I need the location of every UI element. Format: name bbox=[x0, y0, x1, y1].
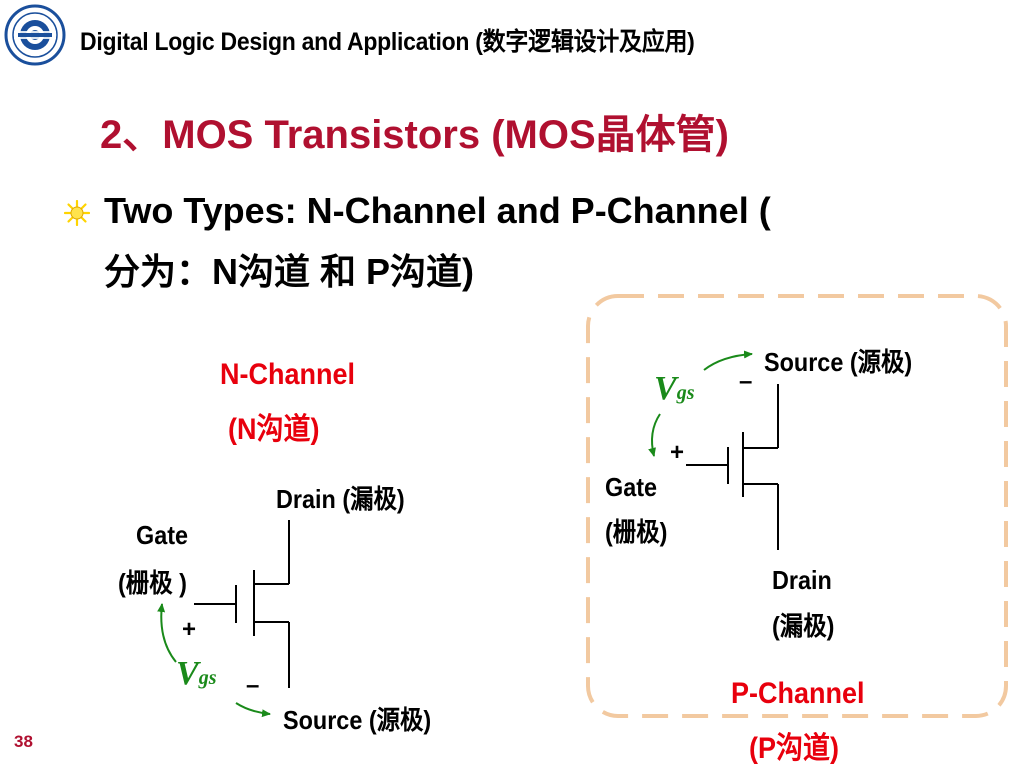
p-channel-gate-cn-label: (栅极) bbox=[605, 517, 668, 547]
university-seal-icon bbox=[4, 4, 66, 66]
n-channel-title: N-Channel bbox=[220, 358, 355, 391]
slide-title: 2、MOS Transistors (MOS晶体管) bbox=[100, 113, 729, 157]
p-channel-minus-sign: – bbox=[739, 368, 753, 395]
page-number: 38 bbox=[14, 732, 33, 751]
p-channel-plus-sign: + bbox=[670, 439, 685, 466]
n-channel-source-label: Source (源极) bbox=[283, 705, 432, 735]
bullet-text-line2: 分为：N沟道 和 P沟道) bbox=[104, 251, 475, 292]
p-channel-vgs-arrow-right bbox=[703, 350, 753, 371]
n-channel-vgs-arrow-up bbox=[157, 603, 177, 663]
n-channel-drain-label: Drain (漏极) bbox=[276, 484, 405, 514]
n-channel-subtitle: (N沟道) bbox=[228, 413, 320, 446]
n-channel-gate-cn-label: (栅极 ) bbox=[118, 568, 187, 598]
n-channel-plus-sign: + bbox=[182, 616, 197, 643]
p-channel-mosfet-symbol bbox=[686, 384, 779, 550]
p-channel-gate-label: Gate bbox=[605, 472, 658, 502]
course-title: Digital Logic Design and Application (数字… bbox=[80, 28, 695, 56]
sun-bullet-icon bbox=[64, 200, 90, 226]
n-channel-minus-sign: – bbox=[246, 672, 260, 699]
p-channel-vgs-arrow-down bbox=[648, 413, 661, 457]
n-channel-vgs-label: Vgs bbox=[176, 655, 217, 692]
p-channel-title: P-Channel bbox=[731, 677, 865, 710]
bullet-text-line1: Two Types: N-Channel and P-Channel ( bbox=[104, 190, 771, 231]
p-channel-vgs-label: Vgs bbox=[654, 370, 695, 407]
p-channel-source-label: Source (源极) bbox=[764, 347, 913, 377]
p-channel-dashed-box bbox=[586, 294, 1008, 718]
p-channel-drain-cn-label: (漏极) bbox=[772, 611, 835, 641]
n-channel-mosfet-symbol bbox=[194, 520, 290, 688]
n-channel-vgs-arrow-right bbox=[235, 702, 271, 718]
p-channel-drain-label: Drain bbox=[772, 565, 832, 595]
n-channel-gate-label: Gate bbox=[136, 520, 189, 550]
p-channel-subtitle: (P沟道) bbox=[749, 732, 839, 765]
